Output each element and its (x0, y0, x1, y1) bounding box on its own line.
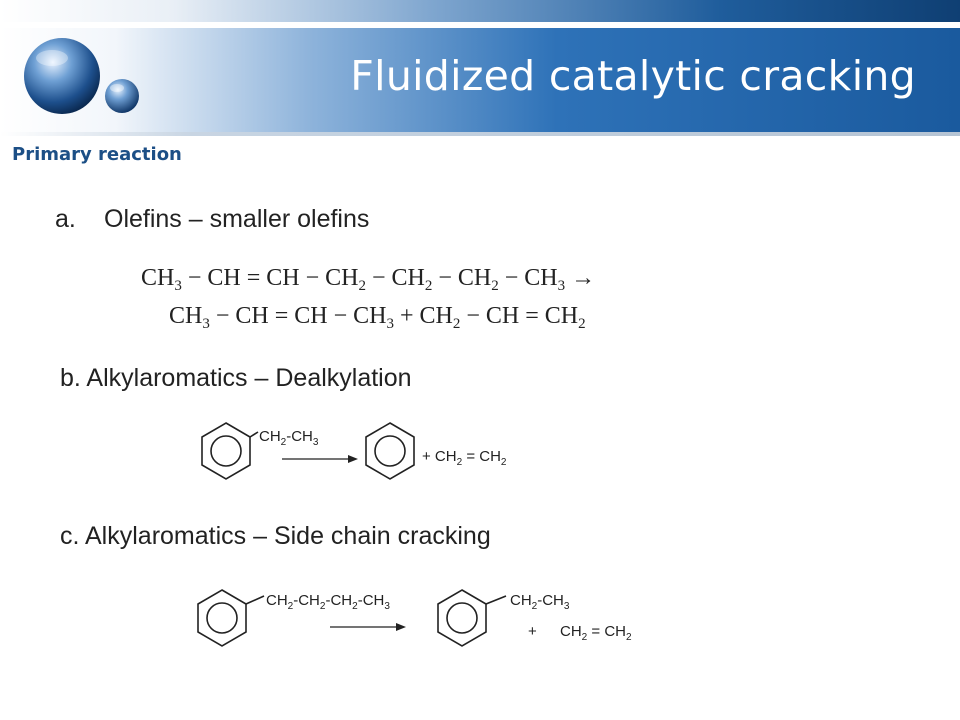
header-divider (0, 132, 960, 136)
benzene-ring-icon (365, 422, 415, 480)
equation-product-line: CH3 − CH = CH − CH3 + CH2 − CH = CH2 (169, 303, 586, 332)
list-item-olefins: a. Olefins – smaller olefins (55, 205, 369, 234)
plus-sign: + (528, 623, 537, 640)
slide-title: Fluidized catalytic cracking (350, 52, 916, 100)
ethylene-product-label: CH2 = CH2 (560, 623, 632, 643)
butyl-substituent-label: CH2-CH2-CH2-CH3 (266, 592, 390, 612)
header-band (0, 28, 960, 132)
top-decorative-bar (0, 0, 960, 22)
list-item-side-chain-cracking: c. Alkylaromatics – Side chain cracking (60, 522, 491, 550)
benzene-ring-icon (197, 589, 247, 647)
benzene-ring-icon (201, 422, 251, 480)
ethylene-product-label: + CH2 = CH2 (422, 448, 507, 468)
list-item-dealkylation: b. Alkylaromatics – Dealkylation (60, 364, 412, 392)
slide-subtitle: Primary reaction (12, 144, 182, 165)
blue-spheres-logo-icon (24, 38, 139, 114)
reaction-arrow-icon (330, 623, 406, 631)
list-item-text: Olefins – smaller olefins (104, 205, 370, 233)
side-chain-cracking-scheme: CH2-CH2-CH2-CH3 CH2-CH3 + CH2 = CH2 (197, 589, 632, 647)
dealkylation-scheme: CH2-CH3 + CH2 = CH2 (201, 422, 507, 480)
benzene-ring-icon (437, 589, 487, 647)
equation-reactant-line: CH3 − CH = CH − CH2 − CH2 − CH2 − CH3 → (141, 265, 596, 294)
substituent-label: CH2-CH3 (259, 428, 319, 448)
list-marker: a. (55, 205, 76, 233)
ethyl-substituent-label: CH2-CH3 (510, 592, 570, 612)
reaction-arrow-icon (282, 455, 358, 463)
